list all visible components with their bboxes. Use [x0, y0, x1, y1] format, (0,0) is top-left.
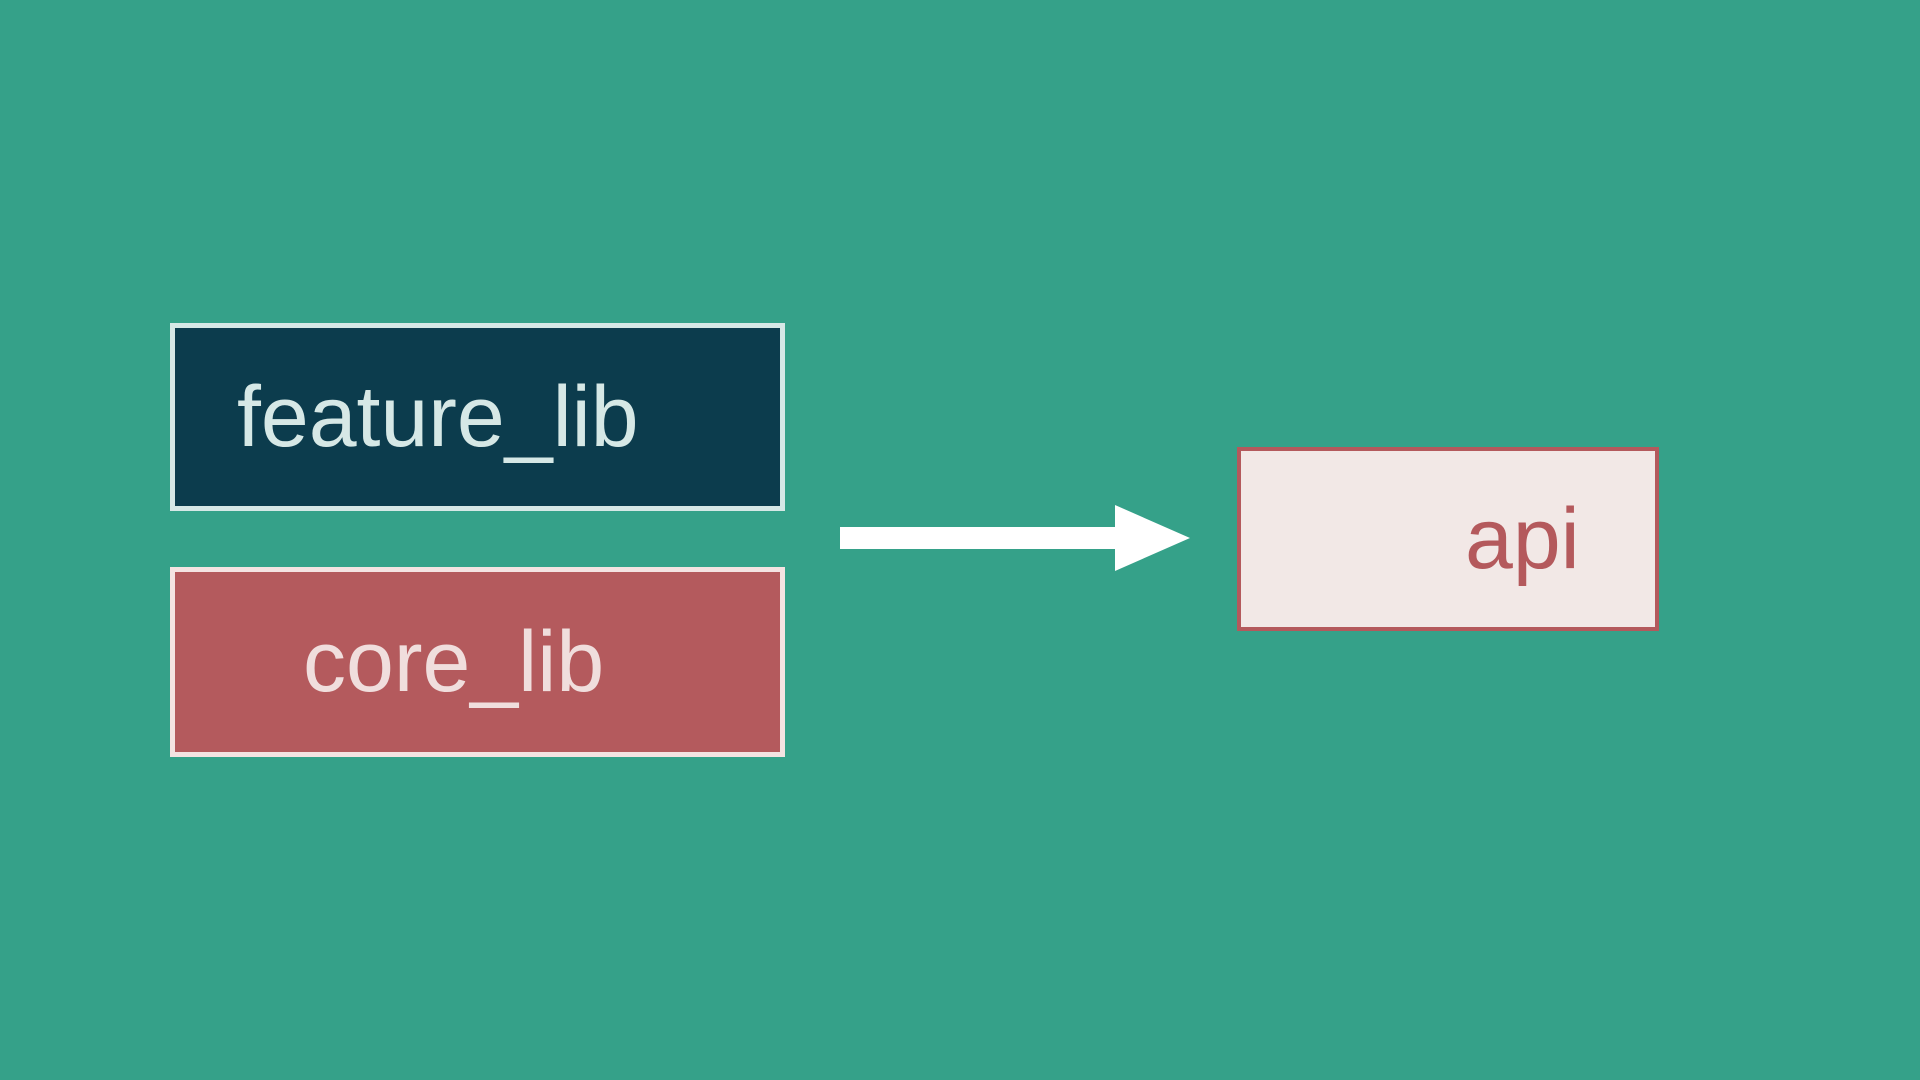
arrow-shape — [840, 505, 1190, 571]
node-feature-lib-label: feature_lib — [237, 369, 639, 465]
arrow-icon — [840, 505, 1190, 571]
node-core-lib[interactable]: core_lib — [170, 567, 785, 757]
node-feature-lib[interactable]: feature_lib — [170, 323, 785, 511]
node-api[interactable]: api — [1237, 447, 1659, 631]
node-api-label: api — [1465, 491, 1580, 587]
node-core-lib-label: core_lib — [303, 614, 605, 710]
